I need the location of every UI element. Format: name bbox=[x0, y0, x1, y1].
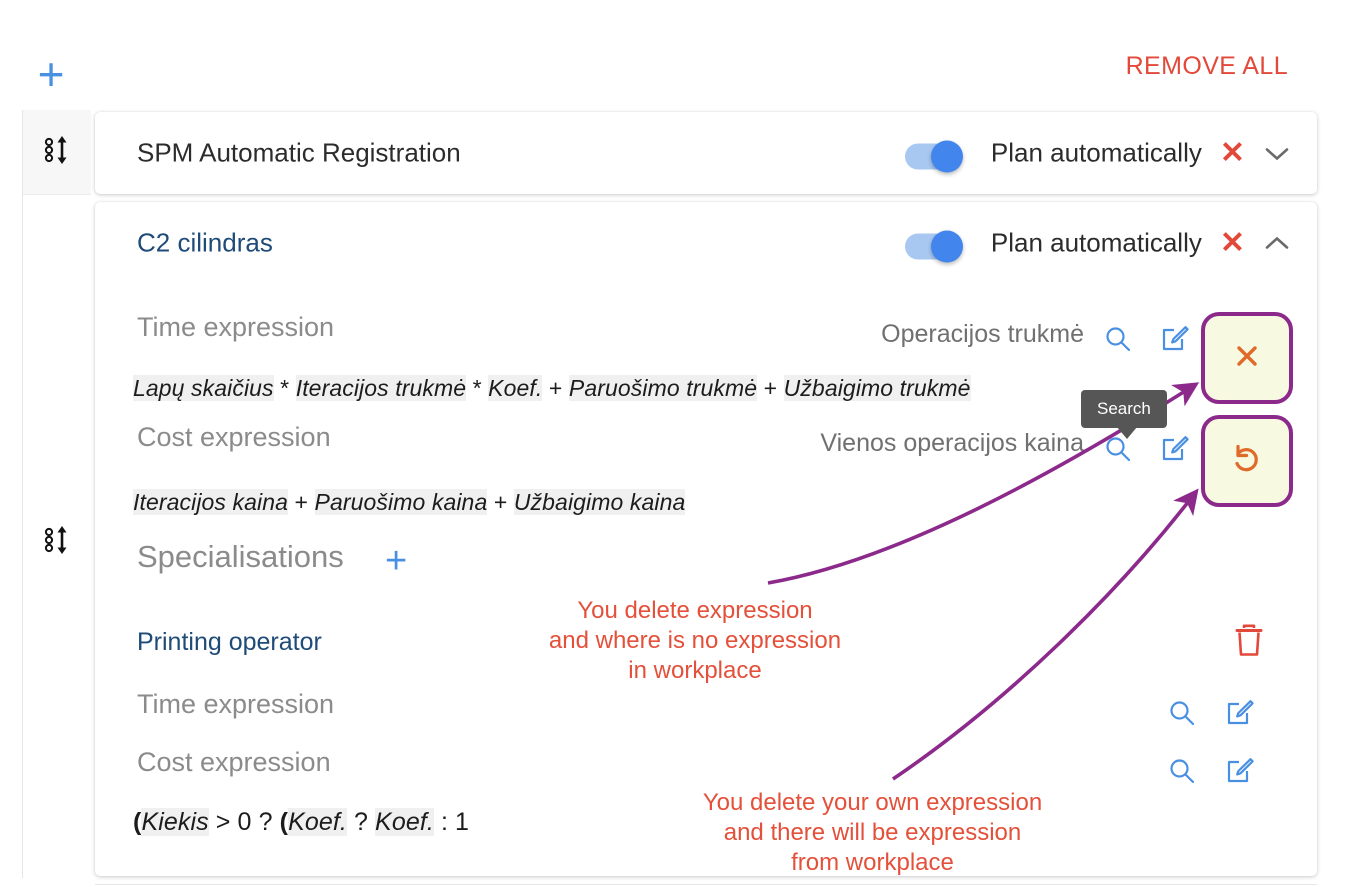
expr-token: Koef. bbox=[488, 375, 543, 401]
card-header: SPM Automatic Registration Plan automati… bbox=[95, 112, 1317, 194]
edit-icon[interactable] bbox=[1223, 696, 1257, 730]
card-title-link[interactable]: C2 cilindras bbox=[137, 227, 273, 258]
expr-operator: + bbox=[757, 375, 784, 401]
restore-expression-button[interactable] bbox=[1201, 415, 1293, 507]
cost-expression-value[interactable]: Iteracijos kaina + Paruošimo kaina + Užb… bbox=[133, 489, 686, 516]
card-header-actions: Plan automatically ✕ bbox=[904, 226, 1291, 262]
expr-operator: > 0 ? bbox=[208, 808, 280, 836]
workplace-card-spm: SPM Automatic Registration Plan automati… bbox=[95, 112, 1317, 194]
toggle-knob bbox=[930, 140, 963, 172]
expr-operator: + bbox=[487, 489, 514, 515]
time-expression-value[interactable]: Lapų skaičius * Iteracijos trukmė * Koef… bbox=[133, 375, 971, 402]
expr-token: Iteracijos kaina bbox=[133, 489, 289, 515]
spec-cost-expression-value[interactable]: (Kiekis > 0 ? (Koef. ? Koef. : 1 bbox=[133, 808, 469, 837]
annotation-clear: You delete expression and where is no ex… bbox=[548, 597, 842, 684]
expr-token: Užbaigimo trukmė bbox=[783, 375, 971, 401]
clear-expression-icon bbox=[1230, 339, 1264, 378]
add-specialisation-button[interactable]: + bbox=[385, 540, 408, 582]
expr-token: Iteracijos trukmė bbox=[295, 375, 467, 401]
edit-icon[interactable] bbox=[1158, 322, 1192, 356]
spec-cost-expression-label: Cost expression bbox=[137, 747, 331, 777]
drag-handle-cell-spm[interactable] bbox=[23, 110, 91, 195]
search-icon[interactable] bbox=[1165, 696, 1199, 730]
expr-operator: : 1 bbox=[433, 808, 470, 836]
left-rail-divider bbox=[22, 110, 23, 878]
expr-token: Koef. bbox=[288, 808, 347, 836]
expr-operator: + bbox=[288, 489, 315, 515]
expr-operator: + bbox=[542, 375, 569, 401]
workplace-card-c2: C2 cilindras Plan automatically ✕ Time e… bbox=[95, 202, 1317, 876]
plan-automatically-toggle[interactable] bbox=[904, 230, 975, 262]
drag-handle-cell-c2[interactable] bbox=[23, 500, 91, 584]
specialisation-name[interactable]: Printing operator bbox=[137, 628, 322, 656]
time-expression-source-label: Operacijos trukmė bbox=[881, 320, 1084, 348]
cost-expression-source-label: Vienos operacijos kaina bbox=[820, 429, 1084, 457]
search-icon[interactable] bbox=[1101, 322, 1135, 356]
chevron-up-icon[interactable] bbox=[1263, 233, 1291, 253]
search-tooltip: Search bbox=[1081, 390, 1167, 439]
chevron-down-icon[interactable] bbox=[1263, 143, 1291, 163]
expr-token: Paruošimo kaina bbox=[314, 489, 488, 515]
expr-operator: ? bbox=[346, 808, 376, 836]
drag-handle-icon[interactable] bbox=[42, 523, 72, 562]
section-divider bbox=[95, 884, 1317, 885]
expr-token: Lapų skaičius bbox=[133, 375, 274, 401]
plan-automatically-label: Plan automatically bbox=[990, 137, 1202, 168]
spec-time-expression-label: Time expression bbox=[137, 689, 335, 719]
edit-icon[interactable] bbox=[1158, 432, 1192, 466]
expr-paren: ( bbox=[133, 808, 142, 836]
expr-token: Paruošimo trukmė bbox=[568, 375, 758, 401]
drag-handle-icon[interactable] bbox=[42, 133, 72, 172]
expr-operator: * bbox=[273, 375, 296, 401]
specialisations-title: Specialisations bbox=[137, 539, 344, 574]
plan-automatically-toggle[interactable] bbox=[904, 140, 975, 172]
cost-expression-label: Cost expression bbox=[137, 422, 331, 452]
card-header-actions: Plan automatically ✕ bbox=[904, 136, 1291, 172]
annotation-restore: You delete your own expression and there… bbox=[702, 789, 1043, 876]
time-expression-label: Time expression bbox=[137, 312, 335, 342]
close-x-icon[interactable]: ✕ bbox=[1219, 226, 1245, 259]
restore-expression-icon bbox=[1229, 441, 1265, 482]
card-title: SPM Automatic Registration bbox=[137, 137, 461, 168]
expr-paren: ( bbox=[279, 808, 289, 836]
expr-operator: * bbox=[466, 375, 489, 401]
remove-all-button[interactable]: REMOVE ALL bbox=[1125, 52, 1288, 80]
card-header: C2 cilindras Plan automatically ✕ bbox=[95, 202, 1317, 284]
trash-icon[interactable] bbox=[1229, 622, 1269, 662]
toggle-knob bbox=[930, 230, 963, 262]
edit-icon[interactable] bbox=[1223, 754, 1257, 788]
clear-expression-button[interactable] bbox=[1201, 312, 1293, 404]
close-x-icon[interactable]: ✕ bbox=[1219, 136, 1245, 169]
expr-token: Koef. bbox=[375, 808, 434, 836]
expr-token: Kiekis bbox=[141, 808, 209, 836]
add-workplace-button[interactable]: + bbox=[37, 48, 65, 100]
expr-token: Užbaigimo kaina bbox=[513, 489, 686, 515]
top-toolbar: + REMOVE ALL bbox=[0, 0, 1350, 110]
plan-automatically-label: Plan automatically bbox=[990, 227, 1202, 258]
search-icon[interactable] bbox=[1165, 754, 1199, 788]
